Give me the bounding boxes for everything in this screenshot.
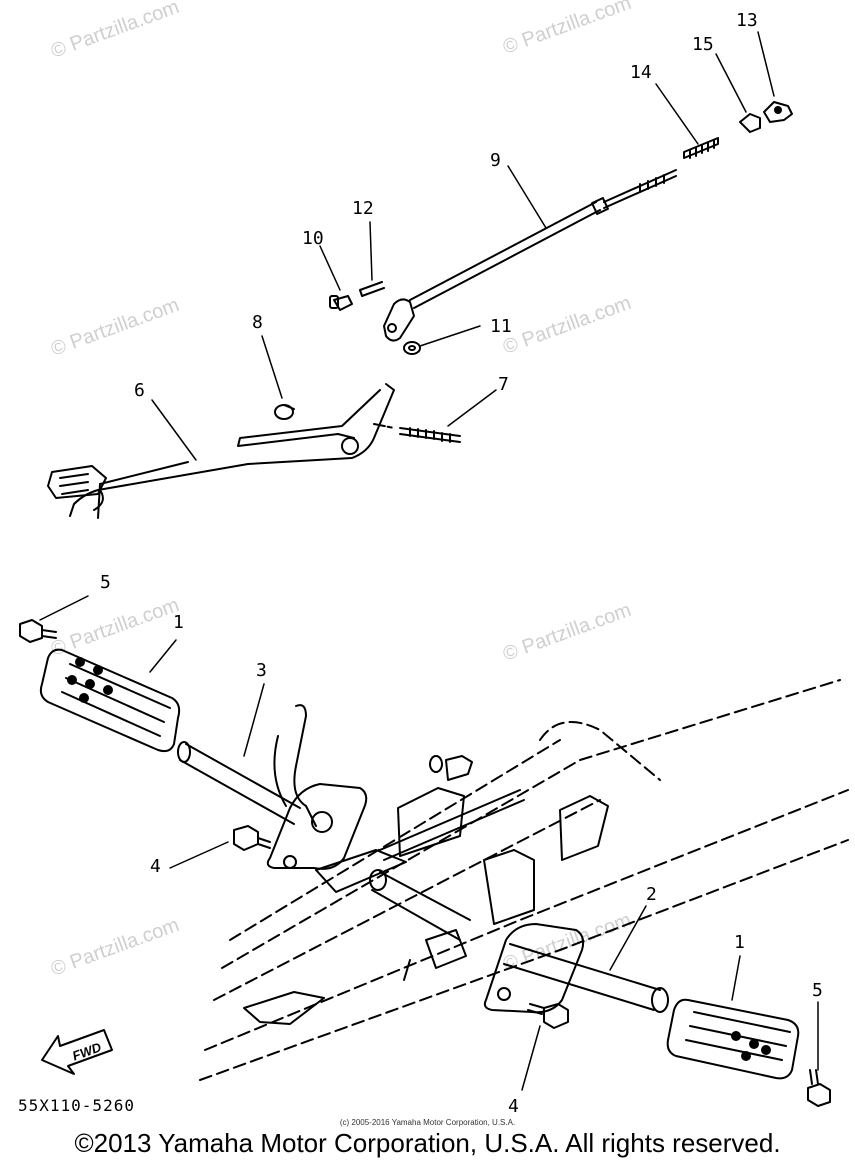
- washer-11: [403, 341, 421, 355]
- footrest-1-left: [39, 648, 181, 753]
- spring-14: [683, 137, 719, 159]
- callout-8: 8: [252, 312, 263, 333]
- pin-10: [329, 295, 353, 311]
- frame-cross-pipe: [315, 789, 525, 941]
- callout-4: 4: [150, 856, 161, 877]
- leader-lines: [39, 31, 819, 1091]
- clip-8: [274, 404, 295, 420]
- footer-copyright: ©2013 Yamaha Motor Corporation, U.S.A. A…: [74, 1128, 781, 1158]
- callout-1: 1: [734, 932, 745, 953]
- callout-14: 14: [630, 62, 652, 83]
- callout-9: 9: [490, 150, 501, 171]
- callout-1: 1: [173, 612, 184, 633]
- frame-brackets: [243, 755, 609, 1025]
- brake-rod-9: [383, 169, 677, 342]
- callout-4: 4: [508, 1096, 519, 1117]
- cotter-pin-12: [359, 281, 385, 297]
- callout-2: 2: [646, 884, 657, 905]
- callout-5: 5: [812, 980, 823, 1001]
- joint-15: [739, 113, 761, 133]
- spring-7: [373, 423, 461, 443]
- bolt-4: [233, 825, 271, 851]
- forward-arrow: [41, 1029, 113, 1075]
- callout-7: 7: [498, 374, 509, 395]
- callout-10: 10: [302, 228, 324, 249]
- callout-6: 6: [134, 380, 145, 401]
- callout-11: 11: [490, 316, 512, 337]
- frame: [199, 679, 849, 1081]
- diagram-code: 55X110-5260: [18, 1096, 135, 1115]
- bolt-5: [19, 619, 57, 643]
- footrest-bracket-3: [177, 704, 368, 870]
- callout-5: 5: [100, 572, 111, 593]
- footrest-1-right: [666, 998, 800, 1080]
- bolt-5: [807, 1069, 831, 1107]
- callout-12: 12: [352, 198, 374, 219]
- nut-13: [763, 101, 793, 123]
- footrest-bracket-2: [483, 923, 669, 1014]
- bolt-4: [527, 1003, 569, 1029]
- callout-3: 3: [256, 660, 267, 681]
- callout-15: 15: [692, 34, 714, 55]
- callout-13: 13: [736, 10, 758, 31]
- brake-pedal-6: [47, 383, 395, 519]
- small-copyright: (c) 2005-2016 Yamaha Motor Corporation, …: [339, 1118, 516, 1127]
